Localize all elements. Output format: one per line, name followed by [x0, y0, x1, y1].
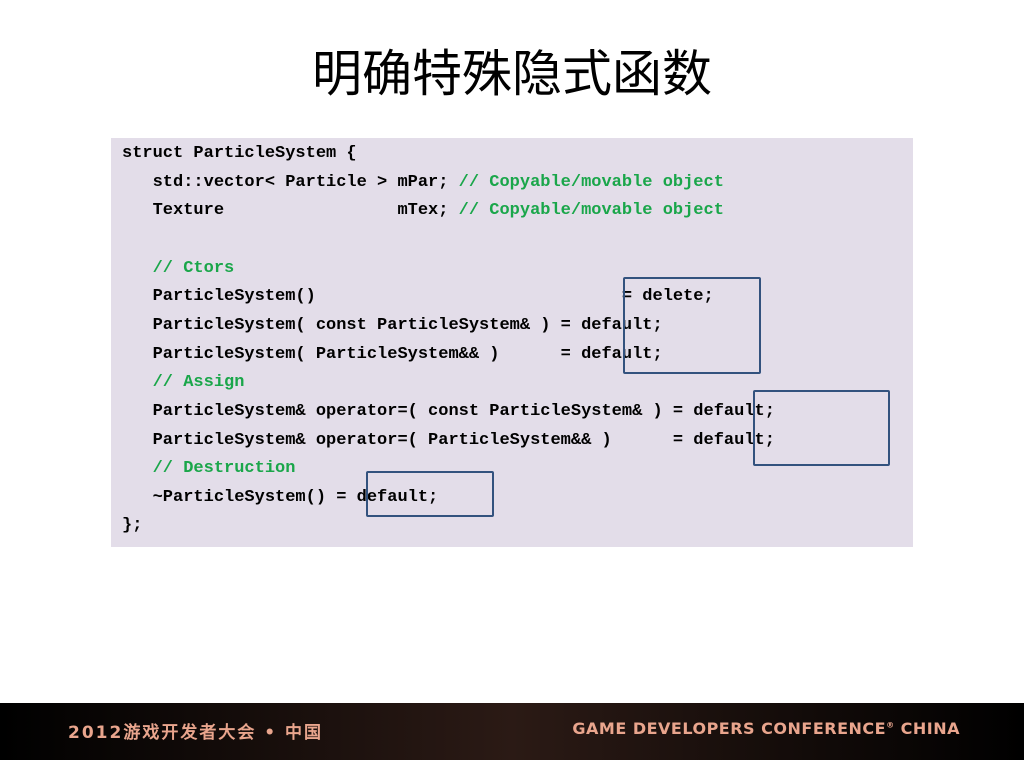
footer-en-suffix: CHINA [894, 719, 960, 738]
code-line: ParticleSystem( const ParticleSystem& ) … [122, 312, 663, 340]
code-comment: // Assign [152, 373, 245, 392]
code-text: std::vector< Particle > mPar; [122, 173, 459, 192]
code-line: Texture mTex; // Copyable/movable object [122, 197, 724, 225]
code-line: }; [122, 512, 142, 540]
code-text: ParticleSystem( ParticleSystem&& ) = def… [122, 345, 663, 364]
code-text [122, 259, 153, 278]
code-text: Texture mTex; [122, 201, 459, 220]
code-line: // Destruction [122, 455, 296, 483]
code-line: // Assign [122, 369, 245, 397]
code-text: ParticleSystem& operator=( ParticleSyste… [122, 431, 775, 450]
code-comment: // Ctors [152, 259, 235, 278]
code-text [122, 459, 153, 478]
footer-event-name-cn: 2012游戏开发者大会 • 中国 [68, 723, 324, 743]
code-text: ParticleSystem& operator=( const Particl… [122, 402, 775, 421]
registered-mark: ® [886, 720, 895, 730]
footer-bar [0, 703, 1024, 760]
code-line: std::vector< Particle > mPar; // Copyabl… [122, 169, 724, 197]
footer-en-text: GAME DEVELOPERS CONFERENCE [572, 719, 887, 738]
code-text: struct ParticleSystem { [122, 144, 357, 163]
code-line: // Ctors [122, 255, 235, 283]
code-line: ParticleSystem& operator=( const Particl… [122, 398, 775, 426]
highlight-ctor-defaults [623, 277, 761, 374]
footer-event-name-en: GAME DEVELOPERS CONFERENCE® CHINA [572, 719, 960, 738]
highlight-dtor-default [366, 471, 494, 517]
code-comment: // Copyable/movable object [458, 201, 724, 220]
code-text: }; [122, 516, 143, 535]
code-text: ParticleSystem( const ParticleSystem& ) … [122, 316, 663, 335]
code-line: ParticleSystem& operator=( ParticleSyste… [122, 427, 775, 455]
code-text: ~ParticleSystem() = default; [122, 488, 439, 507]
code-line: ~ParticleSystem() = default; [122, 484, 439, 512]
highlight-assign-defaults [753, 390, 890, 466]
code-comment: // Destruction [152, 459, 296, 478]
code-comment: // Copyable/movable object [458, 173, 724, 192]
code-text: ParticleSystem() = delete; [122, 287, 714, 306]
code-text [122, 373, 153, 392]
code-line: ParticleSystem() = delete; [122, 283, 714, 311]
code-line: ParticleSystem( ParticleSystem&& ) = def… [122, 341, 663, 369]
code-box [111, 138, 913, 547]
code-line: struct ParticleSystem { [122, 140, 357, 168]
slide-title: 明确特殊隐式函数 [312, 45, 712, 103]
